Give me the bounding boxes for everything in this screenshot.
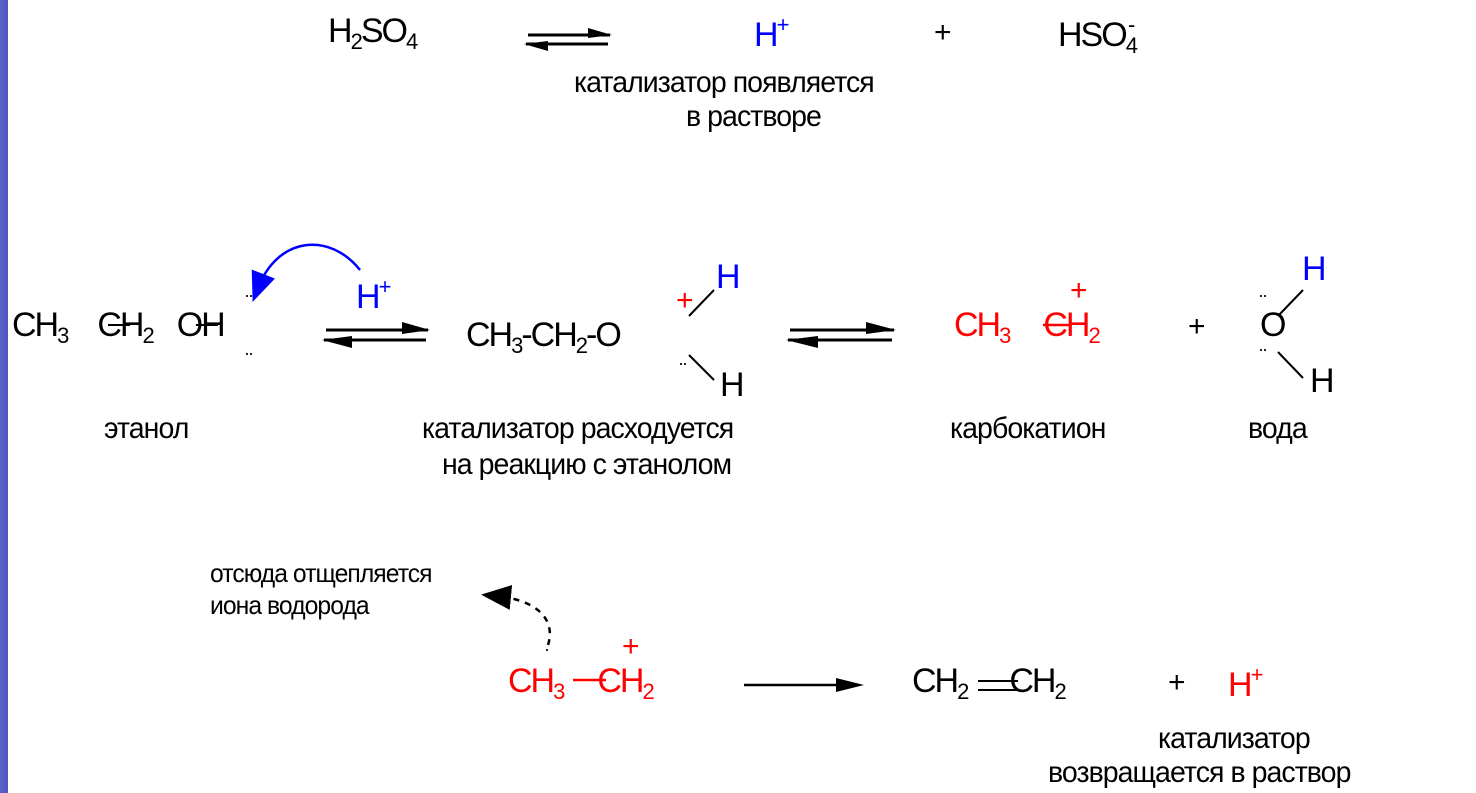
oxonium-lone-pair: ·· [678, 353, 688, 373]
proton-regenerated: H+ [1228, 662, 1263, 704]
hso4-formula: HSO4- [1058, 12, 1138, 58]
curved-arrow-dashed [481, 584, 551, 646]
equilibrium-arrow-2 [322, 322, 430, 348]
oxonium-h-top: H [716, 258, 741, 296]
ethanol-o-lone-pair-bottom: ·· [244, 343, 254, 363]
oxonium-formula: CH3-CH2-O [466, 316, 622, 358]
water-h-top: H [1302, 250, 1327, 288]
carbocation-charge: + [1070, 274, 1087, 307]
equilibrium-arrow-3 [786, 322, 896, 348]
oxonium-charge: + [676, 284, 693, 317]
water-h-bottom: H [1310, 362, 1335, 400]
plus-sign-1: + [934, 16, 951, 49]
plus-sign-2: + [1188, 310, 1205, 343]
arrows-layer [108, 28, 1304, 692]
label-carbocation: карбокатион [950, 412, 1106, 445]
reaction-arrow [744, 678, 864, 692]
oxonium-h-bottom: H [720, 366, 745, 404]
label-catalyst-consumed-line1: катализатор расходуется [422, 412, 734, 445]
curved-arrow-blue [251, 243, 361, 302]
label-catalyst-consumed-line2: на реакцию с этанолом [442, 448, 732, 481]
water-lone-pair-top: ·· [1258, 285, 1268, 305]
catalyst-returns-note-line1: катализатор [1158, 722, 1311, 755]
proton-product: H+ [754, 12, 789, 54]
catalyst-appears-note-line1: катализатор появляется [574, 66, 875, 99]
catalyst-appears-note-line2: в растворе [686, 100, 822, 133]
water-o: O [1260, 306, 1286, 344]
label-water: вода [1248, 412, 1308, 445]
h2so4-formula: H2SO4 [328, 12, 418, 54]
proton-leaves-note-line2: иона водорода [210, 590, 370, 620]
water-lone-pair-bottom: ·· [1258, 339, 1268, 359]
ethanol-o-lone-pair-top: ·· [244, 285, 254, 305]
catalyst-returns-note-line2: возвращается в раствор [1048, 756, 1351, 789]
equilibrium-arrow-1 [524, 28, 612, 51]
label-ethanol: этанол [104, 412, 189, 445]
carbocation-charge-2: + [622, 630, 639, 663]
proton-reagent: H+ [356, 274, 391, 316]
proton-leaves-note-line1: отсюда отщепляется [210, 558, 433, 588]
carbocation-dot: · [544, 639, 550, 659]
slide-canvas: H2SO4 H+ + HSO4- катализатор появляется … [8, 0, 1476, 793]
plus-sign-3: + [1168, 666, 1185, 699]
